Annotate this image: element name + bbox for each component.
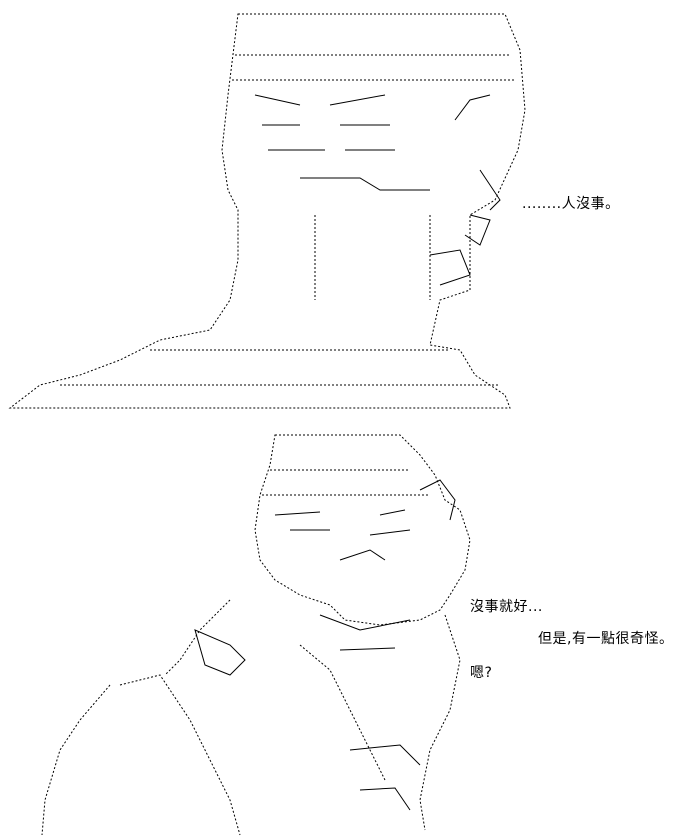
bottom-dialogue-3: 嗯? bbox=[470, 665, 493, 681]
bottom-dialogue-1: 沒事就好... bbox=[470, 599, 543, 615]
top-character-ascii-art bbox=[8, 13, 526, 409]
bottom-dialogue-2: 但是,有一點很奇怪。 bbox=[538, 631, 674, 647]
bottom-character-ascii-art bbox=[41, 434, 471, 836]
top-panel: ........人沒事。 bbox=[8, 13, 620, 409]
top-dialogue: ........人沒事。 bbox=[522, 196, 620, 212]
bottom-panel: 沒事就好... 但是,有一點很奇怪。 嗯? bbox=[0, 420, 700, 839]
